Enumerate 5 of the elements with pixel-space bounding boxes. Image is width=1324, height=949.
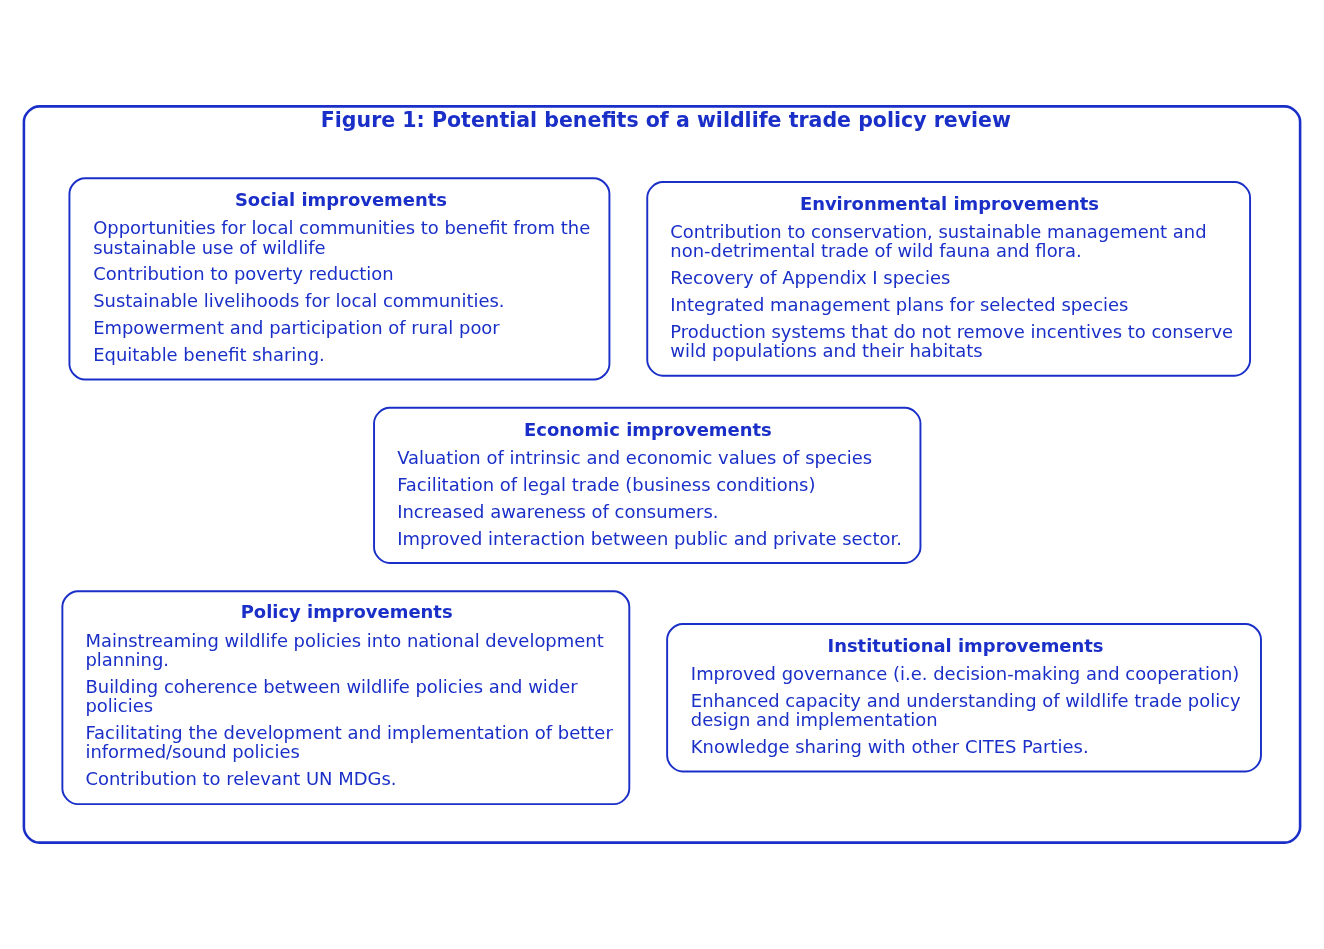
- node-box: Policy improvements Mainstreaming wildlife policies into national development planning. Building coherence between wildlife policies and wider policies Facilitating the development and implementation of better informed/sound policies Contribution to relevant UN MDGs.: [61, 590, 631, 806]
- node-box: Environmental improvements Contribution to conservation, sustainable management and non-detrimental trade of wild fauna and flora. Recovery of Appendix I species Integrated management plans for selected species Production systems that do not remove incentives to conserve wild populations and their habitats: [646, 181, 1252, 377]
- node-box: Institutional improvements Improved governance (i.e. decision-making and cooperation) Enhanced capacity and understanding of wildlife trade policy design and implementation Knowledge sharing with other CITES Parties.: [666, 622, 1262, 773]
- node-box: Social improvements Opportunities for local communities to benefit from the sustainable use of wildlife Contribution to poverty reduction Sustainable livelihoods for local communities. Empowerment and participation of rural poor Equitable benefit sharing.: [68, 177, 611, 381]
- node-box: Economic improvements Valuation of intrinsic and economic values of species Facilitation of legal trade (business conditions) Increased awareness of consumers. Improved interaction between public and private sector.: [373, 406, 922, 564]
